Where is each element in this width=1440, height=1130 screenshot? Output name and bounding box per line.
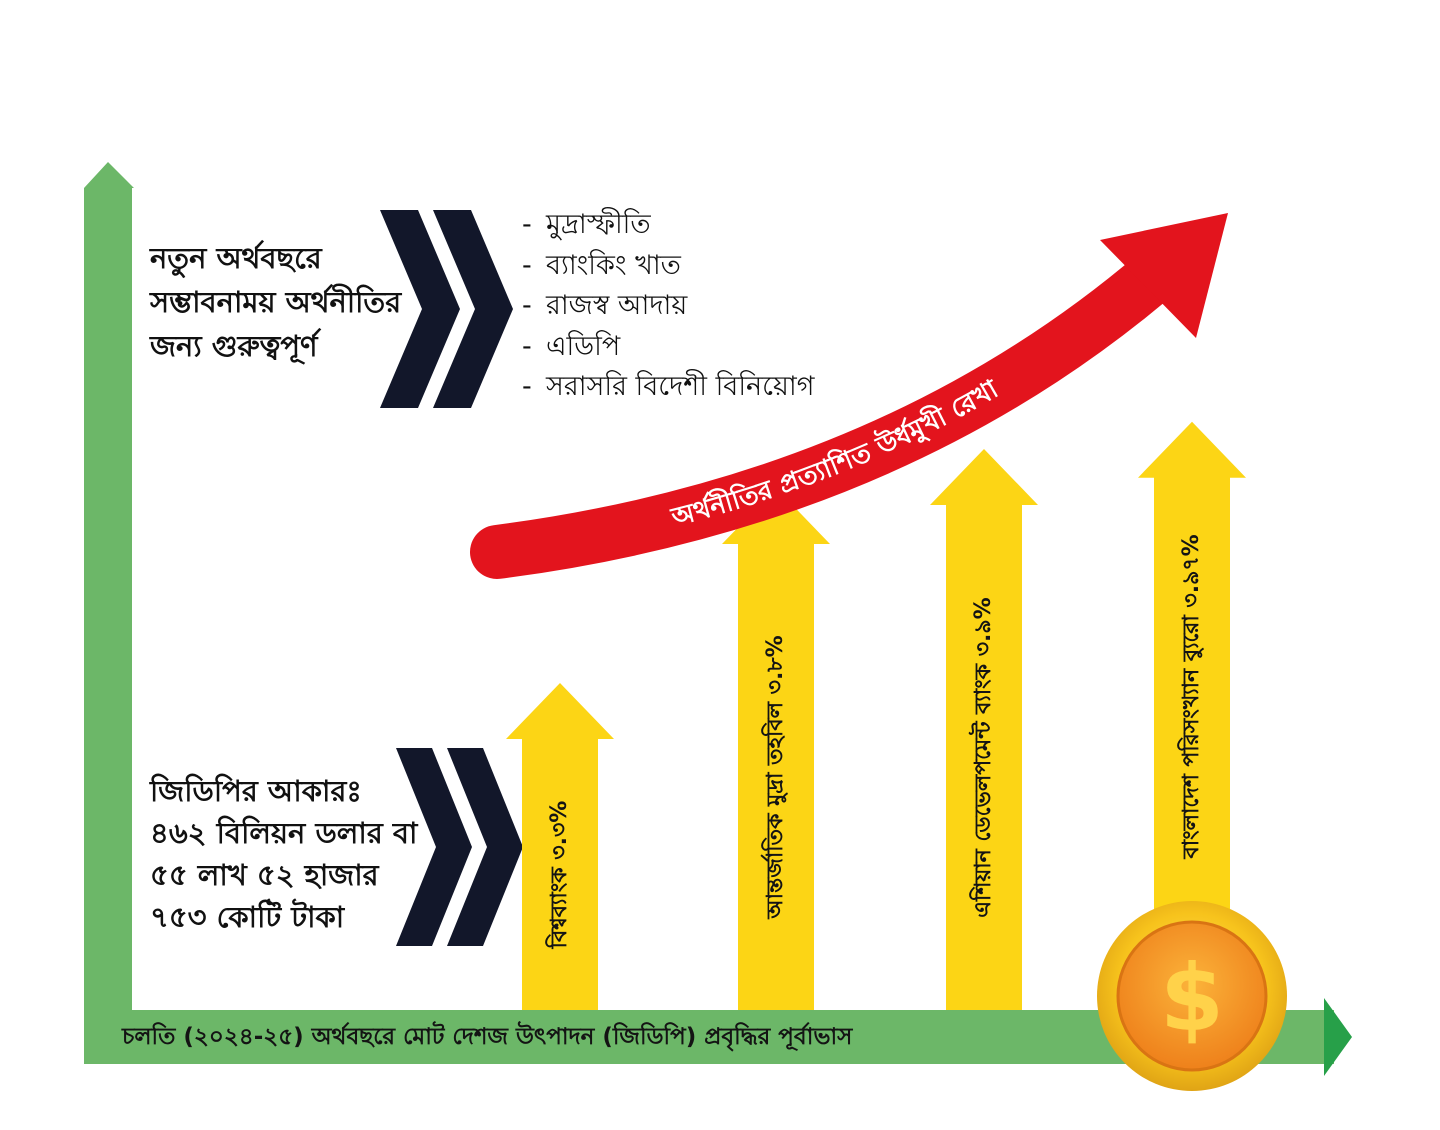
top-heading-line: সম্ভাবনাময় অর্থনীতির	[150, 285, 402, 319]
trend-arrow	[470, 235, 1197, 579]
factor-list: -মুদ্রাস্ফীতি -ব্যাংকিং খাত -রাজস্ব আদায…	[522, 205, 814, 408]
bullet-dash: -	[522, 249, 532, 281]
list-item: -ব্যাংকিং খাত	[522, 246, 814, 287]
trend-arrow-head	[1100, 213, 1228, 338]
horizontal-axis-arrowhead	[1324, 998, 1352, 1076]
top-info-heading: নতুন অর্থবছরে সম্ভাবনাময় অর্থনীতির জন্য…	[150, 236, 401, 368]
forecast-bar-label: আন্তর্জাতিক মুদ্রা তহবিল ৩.৮%	[760, 635, 789, 919]
list-item-label: ব্যাংকিং খাত	[546, 249, 681, 281]
forecast-bar-label: বাংলাদেশ পরিসংখ্যান ব্যুরো ৩.৯৭%	[1177, 534, 1205, 859]
forecast-bar	[506, 683, 614, 1010]
list-item-label: রাজস্ব আদায়	[546, 290, 688, 321]
list-item-label: মুদ্রাস্ফীতি	[546, 209, 651, 240]
list-item: -সরাসরি বিদেশী বিনিয়োগ	[522, 367, 814, 408]
bullet-dash: -	[522, 290, 532, 321]
list-item-label: এডিপি	[546, 330, 621, 362]
list-item: -এডিপি	[522, 327, 814, 368]
gdp-line: ৭৫৩ কোটি টাকা	[150, 900, 345, 934]
forecast-bar	[722, 488, 830, 1010]
forecast-bar	[1138, 421, 1246, 915]
list-item: -রাজস্ব আদায়	[522, 286, 814, 327]
gdp-line: জিডিপির আকারঃ	[150, 774, 362, 808]
top-heading-line: জন্য গুরুত্বপূর্ণ	[150, 329, 318, 363]
forecast-bar-label: এশিয়ান ডেভেলপমেন্ট ব্যাংক ৩.৯%	[968, 597, 996, 917]
dollar-coin-icon: $	[1097, 901, 1287, 1091]
gdp-line: ৪৬২ বিলিয়ন ডলার বা	[150, 816, 418, 850]
dollar-sign: $	[1160, 945, 1224, 1052]
list-item: -মুদ্রাস্ফীতি	[522, 205, 814, 246]
bullet-dash: -	[522, 330, 532, 362]
top-heading-line: নতুন অর্থবছরে	[150, 241, 322, 275]
forecast-bar-label: বিশ্বব্যাংক ৩.৩%	[545, 801, 572, 950]
gdp-line: ৫৫ লাখ ৫২ হাজার	[150, 858, 379, 892]
chart-title: চলতি (২০২৪-২৫) অর্থবছরে মোট দেশজ উৎপাদন …	[122, 1024, 853, 1050]
forecast-bar	[930, 449, 1038, 1010]
chevron-icon-bottom	[396, 748, 523, 946]
list-item-label: সরাসরি বিদেশী বিনিয়োগ	[546, 371, 815, 402]
bullet-dash: -	[522, 371, 532, 402]
chevron-icon-top	[380, 210, 513, 408]
vertical-axis-arrow	[84, 162, 134, 1012]
bullet-dash: -	[522, 209, 532, 240]
gdp-size-info: জিডিপির আকারঃ ৪৬২ বিলিয়ন ডলার বা ৫৫ লাখ…	[150, 770, 417, 938]
